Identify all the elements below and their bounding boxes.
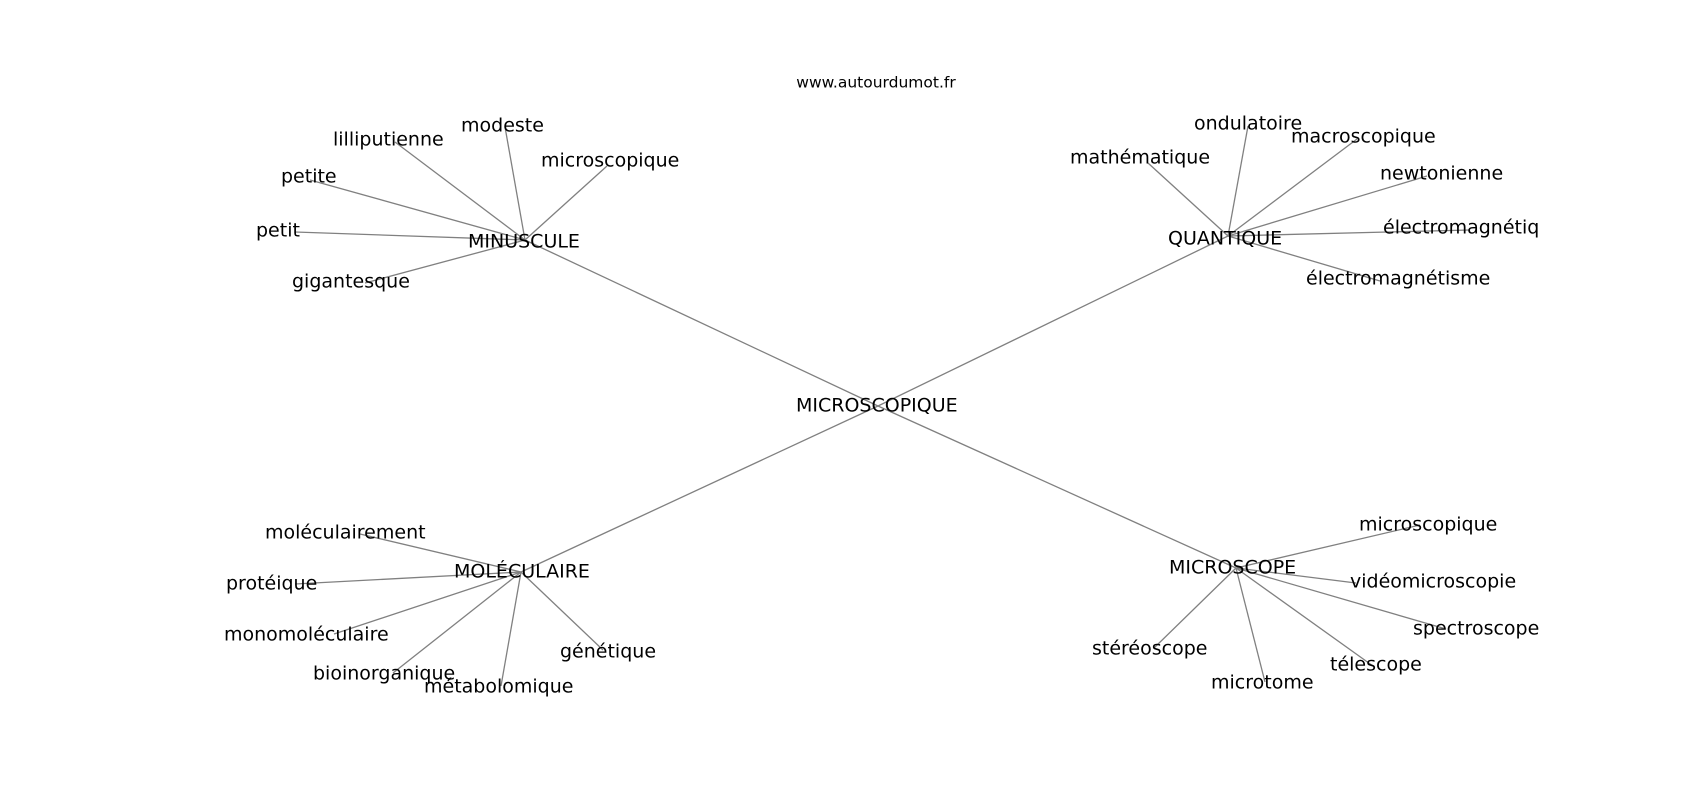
leaf-label-moleculaire-4: métabolomique <box>424 676 573 698</box>
node-label-moleculaire: MOLÉCULAIRE <box>454 560 590 583</box>
leaf-label-microscope-4: microtome <box>1211 672 1314 694</box>
leaf-label-minuscule-5: gigantesque <box>292 271 410 293</box>
leaf-label-quantique-0: ondulatoire <box>1194 113 1302 135</box>
edge-center-moleculaire <box>520 405 879 573</box>
node-label-microscope: MICROSCOPE <box>1169 557 1296 579</box>
edge-quantique-leaf-4 <box>1227 229 1471 237</box>
edge-minuscule-leaf-2 <box>524 165 608 241</box>
edge-minuscule-leaf-4 <box>294 231 526 241</box>
leaf-label-microscope-0: microscopique <box>1359 514 1497 536</box>
leaf-label-moleculaire-3: bioinorganique <box>313 663 455 685</box>
leaf-label-microscope-2: spectroscope <box>1413 618 1539 640</box>
edge-minuscule-leaf-0 <box>394 141 526 241</box>
edge-moleculaire-leaf-2 <box>333 571 522 635</box>
leaf-label-quantique-5: électromagnétisme <box>1306 268 1490 290</box>
edge-moleculaire-leaf-3 <box>392 571 522 674</box>
edge-quantique-leaf-3 <box>1227 175 1428 237</box>
edge-quantique-leaf-1 <box>1227 138 1358 237</box>
edge-moleculaire-leaf-5 <box>520 571 604 651</box>
edge-center-quantique <box>877 235 1229 407</box>
edge-moleculaire-leaf-1 <box>294 571 522 585</box>
edge-quantique-leaf-5 <box>1227 235 1381 282</box>
edge-quantique-leaf-0 <box>1227 125 1249 237</box>
source-watermark: www.autourdumot.fr <box>796 74 956 92</box>
leaf-label-microscope-1: vidéomicroscopie <box>1350 571 1516 593</box>
edge-center-microscope <box>877 405 1237 569</box>
edge-microscope-leaf-4 <box>1235 567 1266 683</box>
leaf-label-moleculaire-5: génétique <box>560 641 656 663</box>
leaf-label-moleculaire-1: protéique <box>226 573 317 595</box>
node-label-minuscule: MINUSCULE <box>468 231 580 253</box>
edge-quantique-leaf-2 <box>1147 162 1229 237</box>
leaf-label-quantique-2: mathématique <box>1070 147 1210 169</box>
node-labels: MICROSCOPIQUE MINUSCULE lilliputienne modes… <box>224 113 1563 698</box>
edge-microscope-leaf-3 <box>1235 567 1374 667</box>
edge-microscope-leaf-2 <box>1235 567 1447 630</box>
edge-center-minuscule <box>524 239 879 407</box>
edge-minuscule-leaf-5 <box>364 239 526 284</box>
node-label-center: MICROSCOPIQUE <box>796 395 958 417</box>
edge-microscope-leaf-5 <box>1153 567 1237 649</box>
edge-microscope-leaf-1 <box>1235 567 1357 584</box>
leaf-label-moleculaire-0: moléculairement <box>265 522 426 544</box>
leaf-label-minuscule-0: lilliputienne <box>333 129 444 151</box>
leaf-label-microscope-3: télescope <box>1330 654 1422 676</box>
leaf-label-minuscule-2: microscopique <box>541 150 679 172</box>
edge-moleculaire-leaf-0 <box>359 533 522 573</box>
leaf-label-minuscule-1: modeste <box>461 115 544 137</box>
leaf-label-minuscule-3: petite <box>281 166 337 188</box>
edge-moleculaire-leaf-4 <box>500 571 522 687</box>
edges <box>294 125 1471 687</box>
leaf-label-quantique-3: newtonienne <box>1380 163 1503 185</box>
leaf-label-microscope-5: stéréoscope <box>1092 638 1207 660</box>
leaf-label-moleculaire-2: monomoléculaire <box>224 624 389 646</box>
edge-minuscule-leaf-1 <box>504 126 526 241</box>
node-label-quantique: QUANTIQUE <box>1168 228 1282 250</box>
leaf-label-minuscule-4: petit <box>256 220 300 242</box>
leaf-label-quantique-4: électromagnétique <box>1383 217 1563 239</box>
edge-minuscule-leaf-3 <box>309 179 526 241</box>
leaf-label-quantique-1: macroscopique <box>1291 126 1436 148</box>
edge-microscope-leaf-0 <box>1235 524 1421 569</box>
